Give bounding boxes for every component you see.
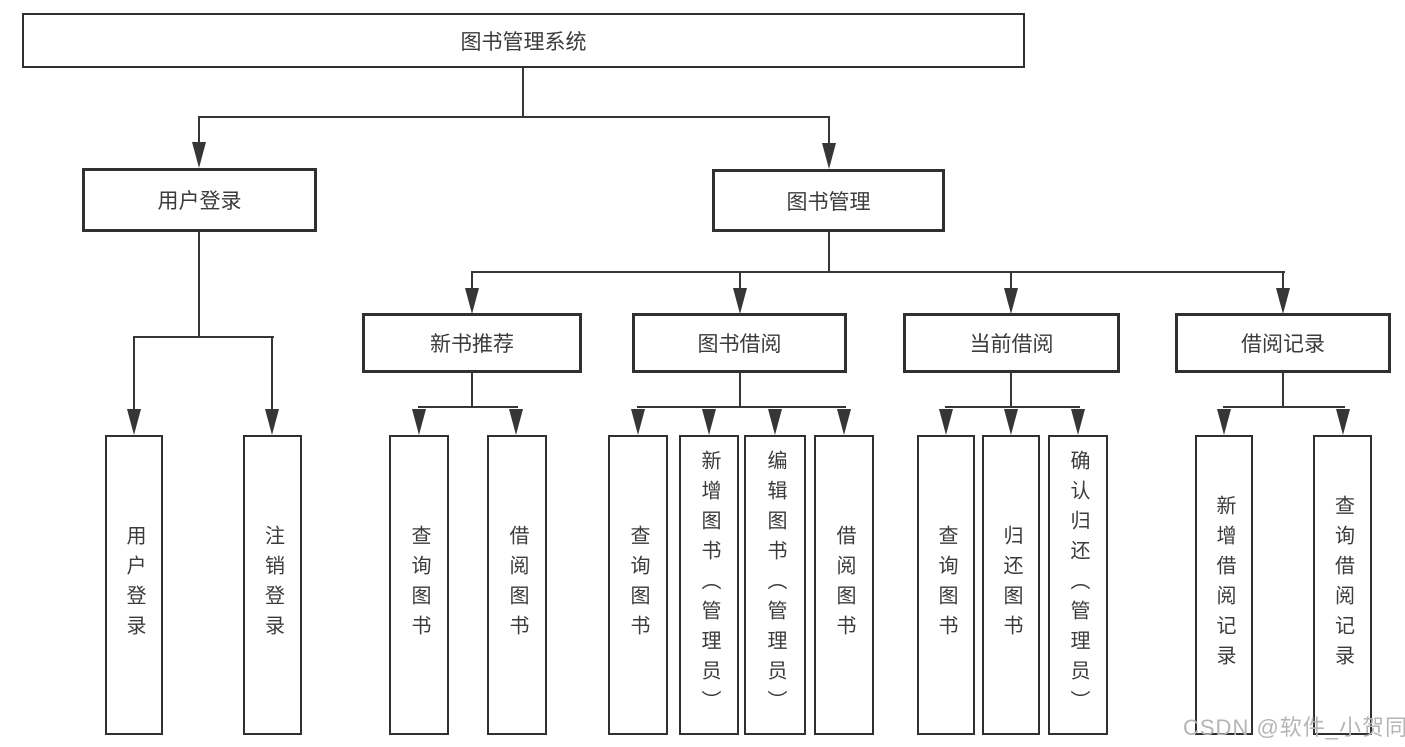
arrow-down-icon bbox=[465, 288, 479, 314]
leaf-edit-books-admin: 编辑图书（管理员） bbox=[744, 435, 806, 735]
leaf-borrow-books-1-label: 借阅图书 bbox=[506, 525, 528, 645]
arrow-down-icon bbox=[702, 409, 716, 435]
connector-rail bbox=[637, 406, 846, 408]
connector-stub bbox=[133, 337, 135, 411]
leaf-edit-books-admin-label: 编辑图书（管理员） bbox=[764, 450, 786, 720]
leaf-confirm-return-admin-label: 确认归还（管理员） bbox=[1067, 450, 1089, 720]
arrow-down-icon bbox=[1004, 288, 1018, 314]
leaf-add-books-admin-label: 新增图书（管理员） bbox=[698, 450, 720, 720]
arrow-down-icon bbox=[412, 409, 426, 435]
arrow-down-icon bbox=[822, 143, 836, 169]
leaf-add-books-admin: 新增图书（管理员） bbox=[679, 435, 739, 735]
node-current-borrow: 当前借阅 bbox=[903, 313, 1120, 373]
arrow-down-icon bbox=[1336, 409, 1350, 435]
leaf-query-books-1-label: 查询图书 bbox=[408, 525, 430, 645]
connector-mgmt-stem bbox=[828, 232, 830, 273]
csdn-watermark: CSDN @软件_小贺同学 bbox=[1183, 715, 1405, 740]
arrow-down-icon bbox=[1276, 288, 1290, 314]
connector-root-stem bbox=[522, 68, 524, 118]
leaf-user-login: 用户登录 bbox=[105, 435, 163, 735]
connector-rail bbox=[945, 406, 1080, 408]
leaf-logout-label: 注销登录 bbox=[261, 525, 284, 645]
node-user-login: 用户登录 bbox=[82, 168, 317, 232]
leaf-add-borrow-record-label: 新增借阅记录 bbox=[1213, 495, 1235, 675]
leaf-query-borrow-record: 查询借阅记录 bbox=[1313, 435, 1372, 735]
connector-level1-rail bbox=[198, 116, 830, 118]
arrow-down-icon bbox=[509, 409, 523, 435]
node-root: 图书管理系统 bbox=[22, 13, 1025, 68]
connector-stem bbox=[1010, 372, 1012, 408]
node-new-book-recommend: 新书推荐 bbox=[362, 313, 582, 373]
arrow-down-icon bbox=[192, 142, 206, 168]
leaf-borrow-books-1: 借阅图书 bbox=[487, 435, 547, 735]
connector-rail bbox=[418, 406, 518, 408]
arrow-down-icon bbox=[837, 409, 851, 435]
leaf-query-books-2-label: 查询图书 bbox=[627, 525, 649, 645]
connector-stem bbox=[1282, 372, 1284, 408]
arrow-down-icon bbox=[265, 409, 279, 435]
leaf-return-books-label: 归还图书 bbox=[1000, 525, 1022, 645]
connector-stub bbox=[471, 272, 473, 290]
arrow-down-icon bbox=[1004, 409, 1018, 435]
connector-stub bbox=[271, 337, 273, 411]
arrow-down-icon bbox=[939, 409, 953, 435]
leaf-query-books-2: 查询图书 bbox=[608, 435, 668, 735]
arrow-down-icon bbox=[733, 288, 747, 314]
arrow-down-icon bbox=[768, 409, 782, 435]
connector-stub bbox=[198, 117, 200, 145]
leaf-confirm-return-admin: 确认归还（管理员） bbox=[1048, 435, 1108, 735]
connector-stem bbox=[739, 372, 741, 408]
leaf-return-books: 归还图书 bbox=[982, 435, 1040, 735]
arrow-down-icon bbox=[631, 409, 645, 435]
connector-stub bbox=[1282, 272, 1284, 290]
connector-user-rail bbox=[133, 336, 274, 338]
connector-stub bbox=[739, 272, 741, 290]
leaf-logout: 注销登录 bbox=[243, 435, 302, 735]
leaf-add-borrow-record: 新增借阅记录 bbox=[1195, 435, 1253, 735]
leaf-query-books-1: 查询图书 bbox=[389, 435, 449, 735]
connector-stem bbox=[471, 372, 473, 408]
arrow-down-icon bbox=[1217, 409, 1231, 435]
connector-stub bbox=[828, 117, 830, 145]
leaf-borrow-books-2-label: 借阅图书 bbox=[833, 525, 855, 645]
connector-rail bbox=[1223, 406, 1345, 408]
connector-level2-rail bbox=[471, 271, 1285, 273]
arrow-down-icon bbox=[127, 409, 141, 435]
node-book-borrow: 图书借阅 bbox=[632, 313, 847, 373]
leaf-query-books-3: 查询图书 bbox=[917, 435, 975, 735]
node-book-management: 图书管理 bbox=[712, 169, 945, 232]
connector-stub bbox=[1010, 272, 1012, 290]
leaf-user-login-label: 用户登录 bbox=[123, 525, 145, 645]
leaf-query-books-3-label: 查询图书 bbox=[935, 525, 957, 645]
arrow-down-icon bbox=[1071, 409, 1085, 435]
leaf-query-borrow-record-label: 查询借阅记录 bbox=[1331, 495, 1354, 675]
connector-user-stem bbox=[198, 232, 200, 338]
leaf-borrow-books-2: 借阅图书 bbox=[814, 435, 874, 735]
node-borrow-record: 借阅记录 bbox=[1175, 313, 1391, 373]
